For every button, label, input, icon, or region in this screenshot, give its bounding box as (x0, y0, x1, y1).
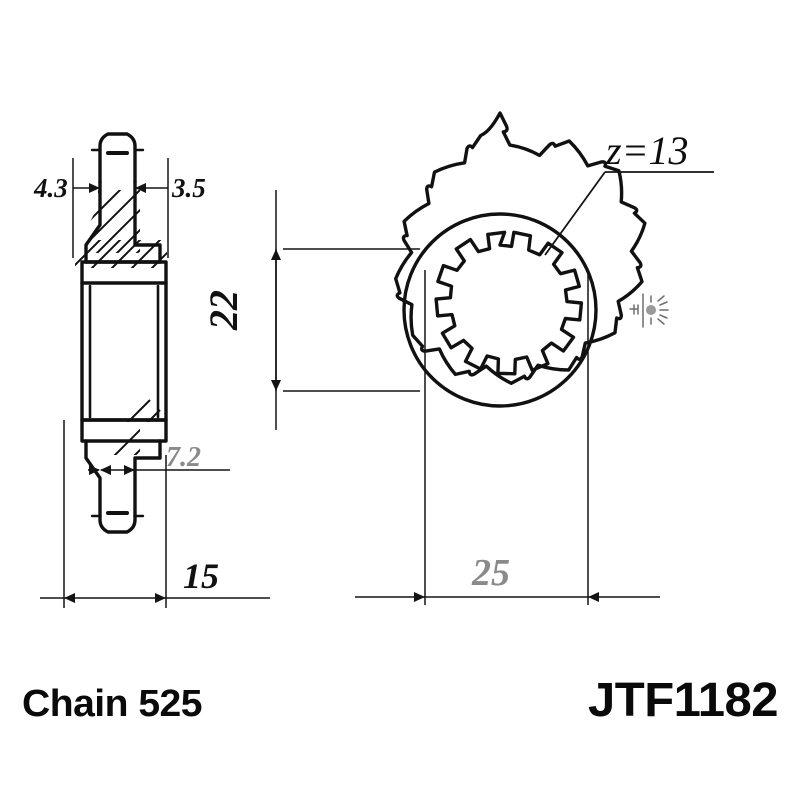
note-label-z13: z=13 (605, 128, 689, 173)
dimension-22: 22 (201, 190, 420, 430)
dimension-label-25: 25 (471, 552, 510, 594)
front-view: z=13 22 25 (201, 111, 714, 605)
dimension-label-3-5: 3.5 (171, 173, 206, 203)
section-rim-lower (80, 418, 168, 443)
chain-label: Chain 525 (22, 683, 202, 725)
section-body-lower (84, 399, 167, 518)
dimension-label-22: 22 (201, 290, 246, 331)
dimension-label-7-2: 7.2 (166, 442, 201, 473)
hatch-upper-stem (86, 190, 140, 253)
section-body-upper (75, 180, 167, 268)
dimension-3-5: 3.5 (135, 158, 206, 258)
hatch-upper-flare (75, 240, 167, 268)
hatch-lower-flare (126, 399, 167, 422)
dimension-label-4-3: 4.3 (33, 173, 68, 203)
dimension-15: 15 (40, 420, 270, 608)
section-bore (80, 281, 168, 422)
spline-teeth (434, 230, 584, 376)
dimension-25: 25 (355, 270, 660, 605)
dimension-4-3: 4.3 (33, 158, 100, 258)
dimension-label-15: 15 (183, 556, 219, 596)
jt-sunburst-stamp (629, 293, 669, 328)
section-tooth-lower (90, 511, 145, 534)
dimension-7-2: 7.2 (88, 442, 230, 475)
hub-circle (402, 212, 598, 408)
sprocket-outline (394, 111, 647, 385)
footer-block: Chain 525 JTF1182 (22, 674, 779, 727)
part-number-label: JTF1182 (588, 674, 778, 727)
section-tooth-upper (90, 132, 145, 184)
hatch-lower-stem (86, 419, 140, 455)
note-tooth-count: z=13 (544, 128, 714, 256)
section-view: 4.3 3.5 7.2 (33, 132, 270, 608)
